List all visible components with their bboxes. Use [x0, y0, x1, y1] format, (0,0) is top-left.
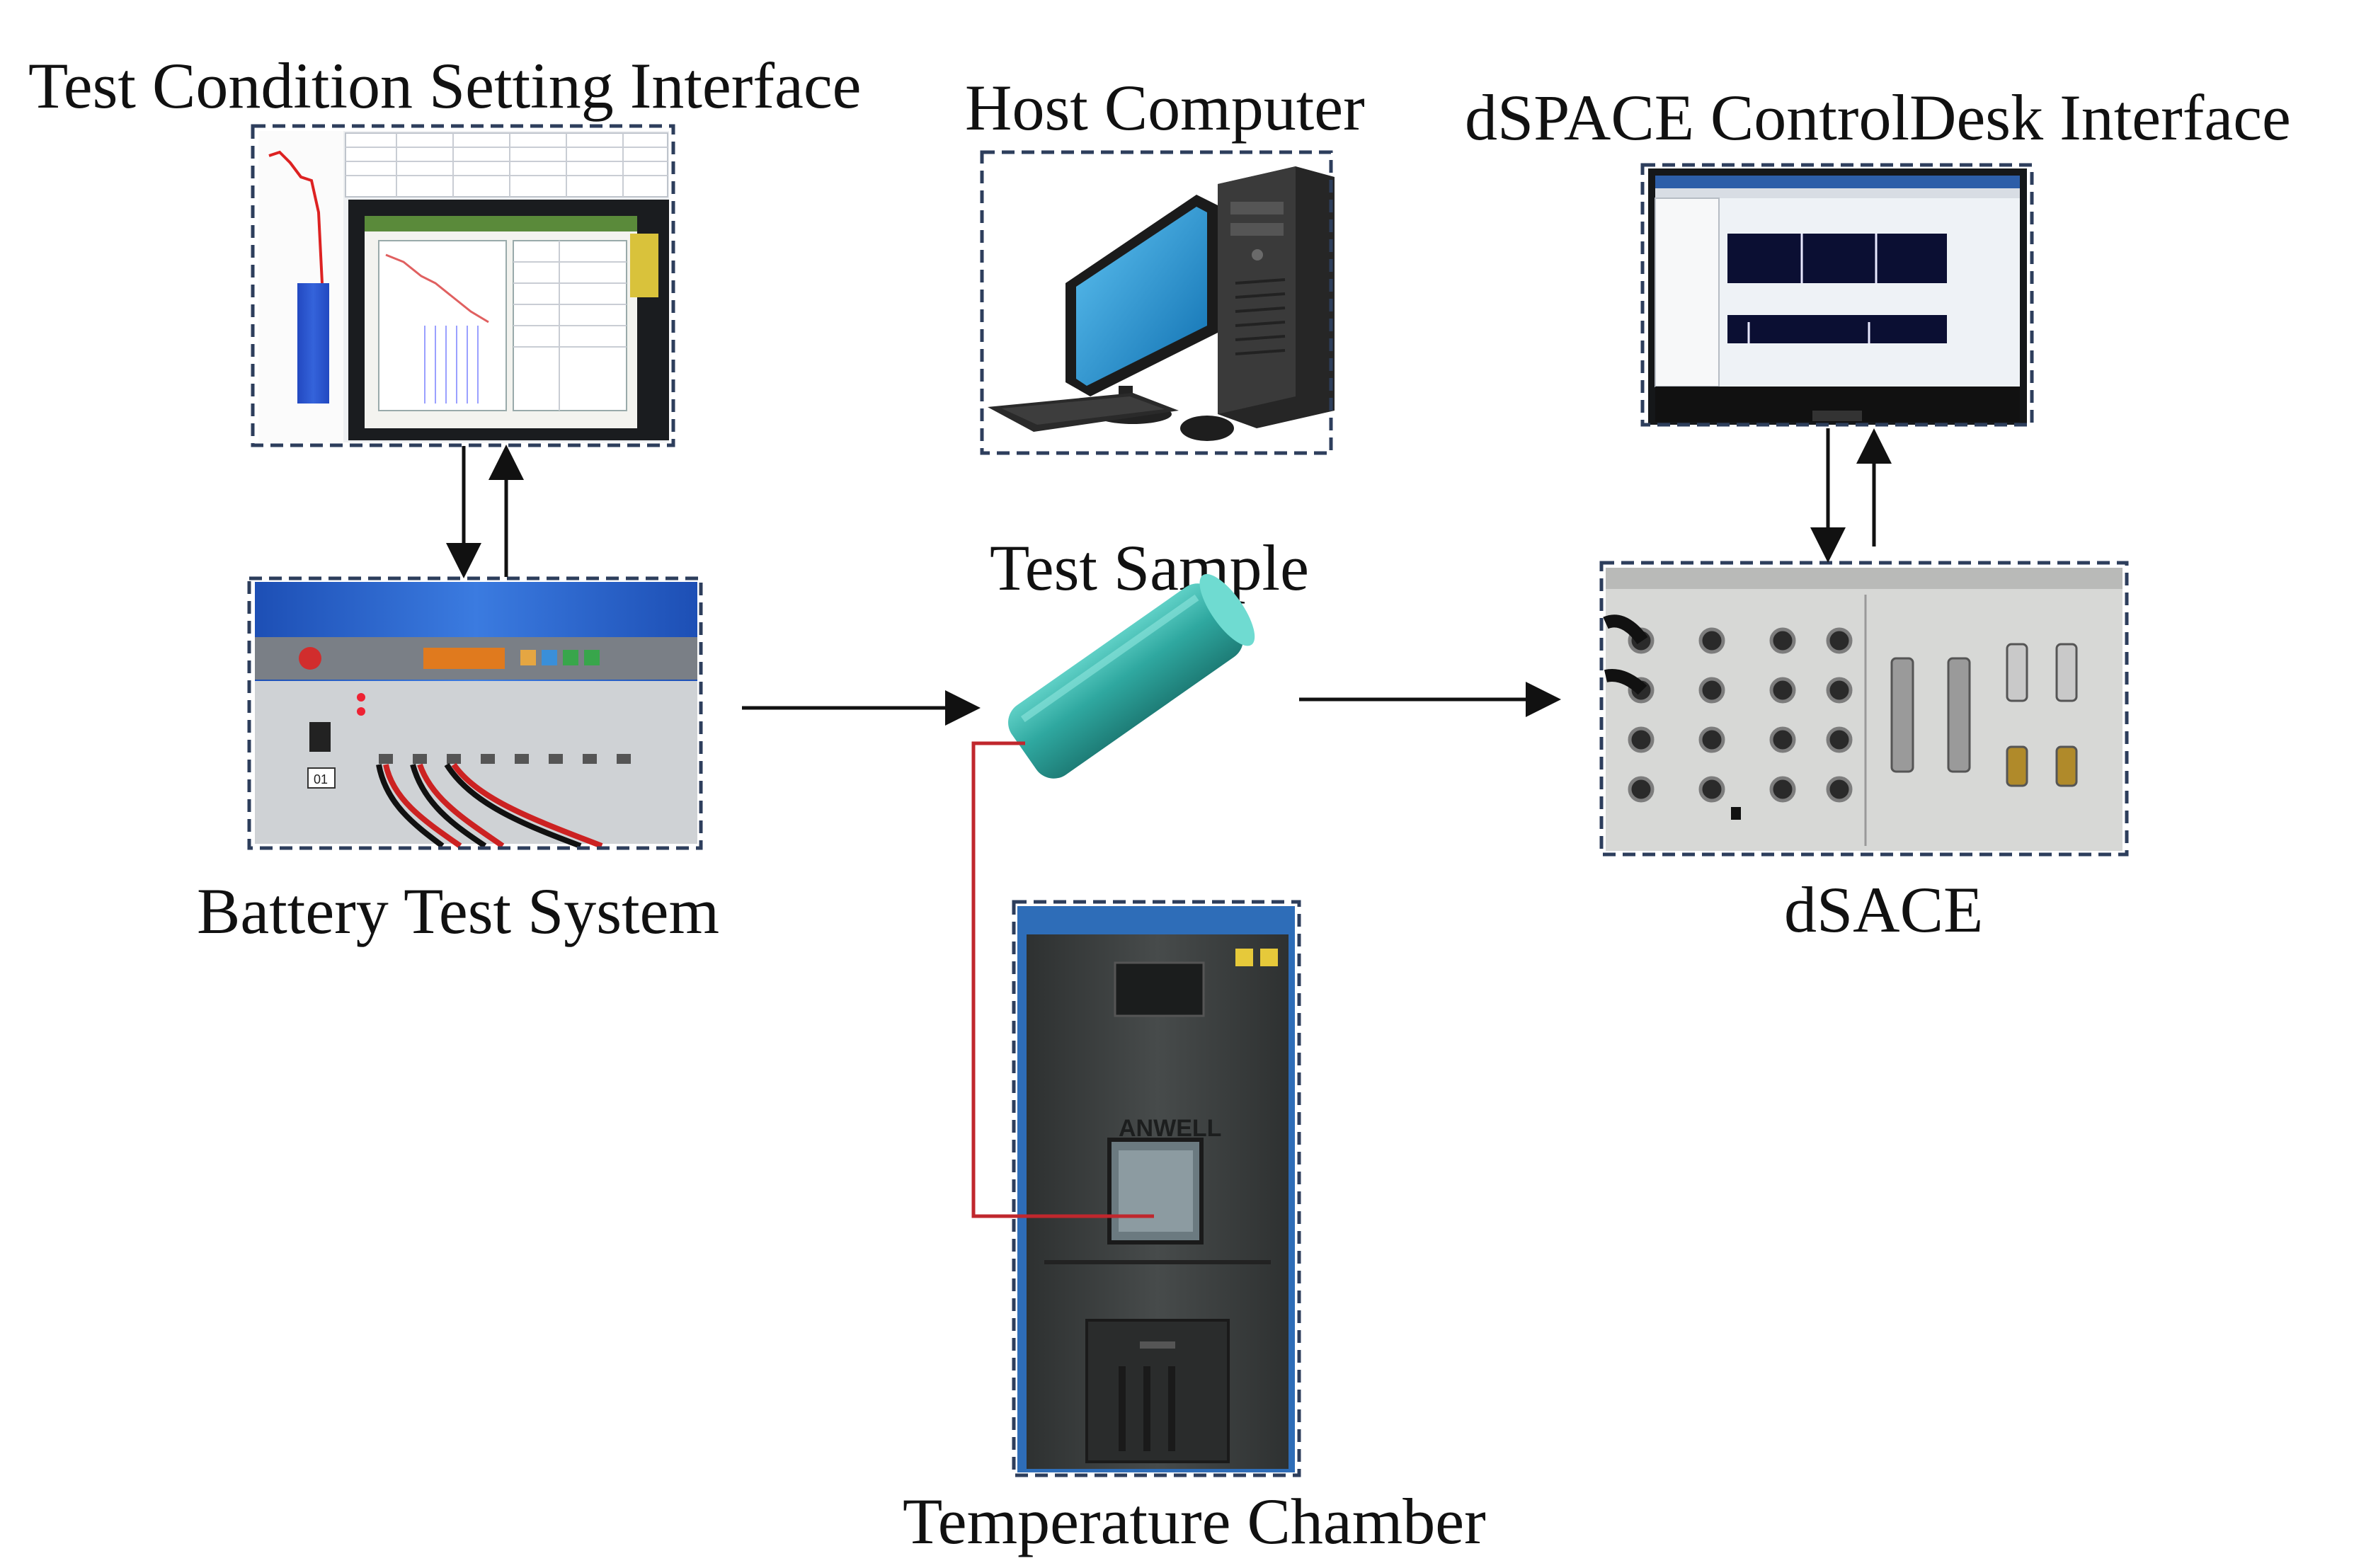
label-test-condition: Test Condition Setting Interface [28, 50, 862, 122]
label-host-computer: Host Computer [965, 71, 1365, 144]
temperature-chamber-photo: ANWELL [1017, 906, 1295, 1472]
dsace-frame [1599, 561, 2129, 857]
label-controldesk: dSPACE ControlDesk Interface [1465, 81, 2291, 154]
channel-number: 01 [314, 772, 328, 786]
label-temperature-chamber: Temperature Chamber [903, 1485, 1486, 1557]
thermo-wire [971, 741, 1154, 1218]
controldesk-photo [1648, 168, 2027, 425]
temperature-chamber-frame [1012, 900, 1301, 1477]
dsace-hardware-photo [1603, 568, 2122, 851]
label-test-sample: Test Sample [990, 532, 1309, 604]
label-dsace: dSACE [1784, 874, 1983, 946]
test-sample-battery [1008, 573, 1255, 779]
battery-test-system-photo: 01 [255, 582, 697, 849]
controldesk-frame [1640, 163, 2034, 427]
test-condition-frame [251, 124, 675, 447]
battery-test-system-frame [247, 576, 703, 850]
host-computer-frame [980, 150, 1333, 455]
test-condition-photo [258, 131, 669, 442]
data-table-strip [345, 132, 668, 198]
chamber-brand: ANWELL [1119, 1115, 1221, 1142]
label-battery-test-system: Battery Test System [197, 875, 719, 947]
host-computer-illustration [988, 166, 1335, 441]
